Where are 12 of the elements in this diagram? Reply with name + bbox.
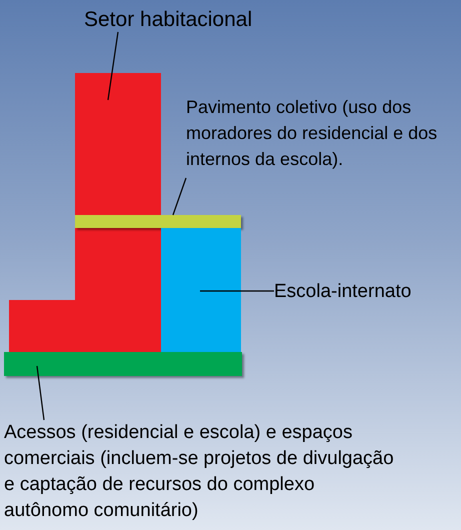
ground-floor-slab xyxy=(4,352,242,376)
leader-line xyxy=(107,32,119,100)
leader-line xyxy=(36,366,45,420)
leader-line xyxy=(172,178,187,216)
part-label: Escola-internato xyxy=(274,278,449,304)
common-floor-slab xyxy=(75,215,241,228)
part-label: Pavimento coletivo (uso dos moradores do residencial e dos internos da escola). xyxy=(186,94,458,176)
part-label: Setor habitacional xyxy=(84,4,274,32)
school-block xyxy=(161,228,241,352)
leader-line xyxy=(200,290,274,292)
housing-block xyxy=(9,73,161,352)
part-label: Acessos (residencial e escola) e espaços comerciais (incluem-se projetos de divulgação e captação de recursos do complexo autônomo comunitário) xyxy=(4,420,399,526)
